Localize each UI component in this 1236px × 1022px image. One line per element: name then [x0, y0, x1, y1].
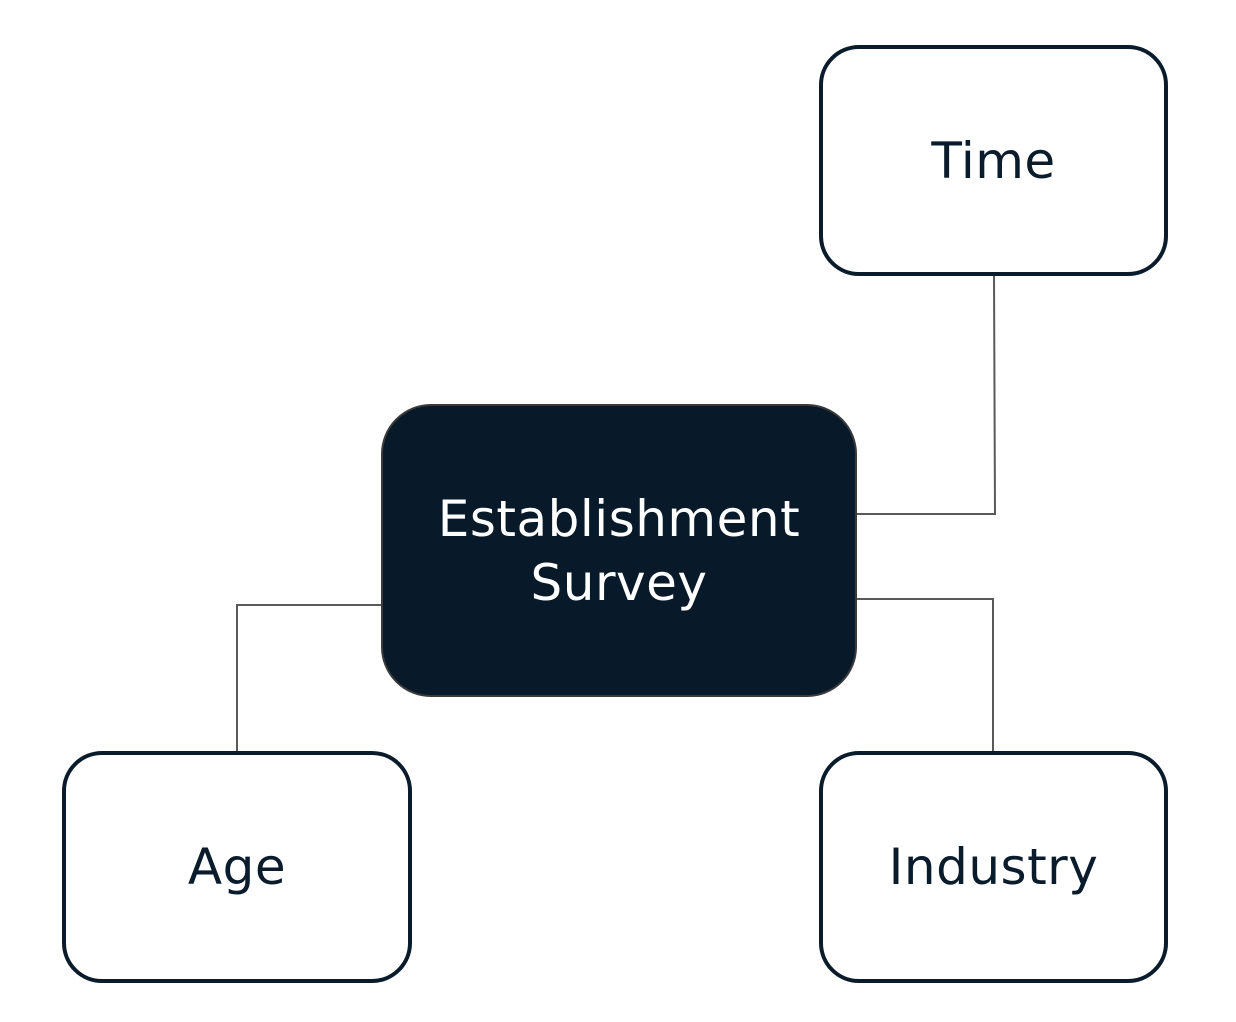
node-industry[interactable]: Industry — [819, 751, 1168, 983]
node-age[interactable]: Age — [62, 751, 412, 983]
central-node-label-line2: Survey — [530, 553, 708, 612]
connector-time — [857, 275, 997, 515]
central-node-label-line1: Establishment — [437, 489, 801, 548]
node-time-label: Time — [931, 131, 1056, 190]
node-time[interactable]: Time — [819, 45, 1168, 276]
central-node-label: Establishment Survey — [438, 487, 800, 615]
node-industry-label: Industry — [888, 838, 1099, 896]
connector-age — [236, 604, 381, 751]
node-age-label: Age — [187, 838, 287, 896]
node-establishment-survey[interactable]: Establishment Survey — [381, 404, 857, 697]
connector-industry — [857, 598, 994, 751]
